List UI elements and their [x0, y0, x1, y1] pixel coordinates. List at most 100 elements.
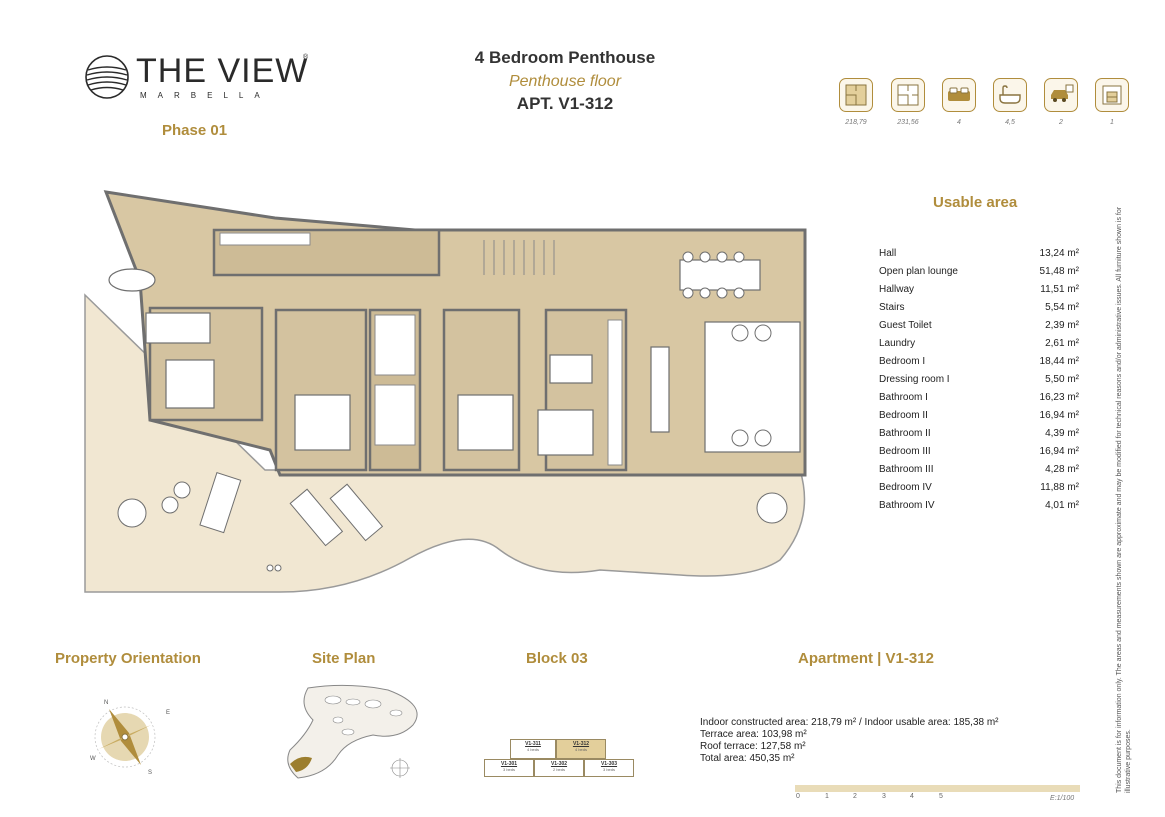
list-item: Stairs 5,54 m²	[879, 302, 1079, 320]
roof-terrace-line: Roof terrace: 127,58 m²	[700, 741, 806, 752]
room-name: Laundry	[879, 338, 916, 349]
page-title: 4 Bedroom Penthouse	[474, 48, 656, 67]
room-name: Bathroom II	[879, 428, 931, 439]
room-area: 5,54	[1045, 302, 1065, 313]
list-item: Bathroom I 16,23 m²	[879, 392, 1079, 410]
room-unit: m²	[1067, 302, 1079, 313]
scale-bar	[795, 785, 1080, 792]
site-plan-map	[287, 684, 418, 779]
brand-registered-mark: ®	[303, 54, 309, 61]
room-area: 11,51	[1040, 284, 1065, 295]
room-unit: m²	[1067, 428, 1079, 439]
room-area: 51,48	[1039, 266, 1065, 277]
room-area: 4,39	[1045, 428, 1065, 439]
bathtub-icon	[993, 78, 1027, 112]
total-area-value: 231,56	[897, 119, 919, 126]
room-name: Bedroom II	[879, 410, 928, 421]
scale-tick: 4	[910, 793, 914, 800]
storage-room-icon	[1095, 78, 1129, 112]
compass-rose-icon	[94, 706, 156, 768]
room-unit: m²	[1067, 284, 1079, 295]
bedrooms-value: 4	[957, 119, 961, 126]
disclaimer-text: This document is for information only. T…	[1116, 206, 1132, 793]
room-area: 4,28	[1045, 464, 1065, 475]
block-title: Block 03	[526, 650, 588, 667]
room-name: Stairs	[879, 302, 905, 313]
floor-plan	[84, 190, 807, 593]
floorplan-constructed-icon	[839, 78, 873, 112]
list-item: Dressing room I 5,50 m²	[879, 374, 1079, 392]
logo-globe-icon	[85, 55, 129, 99]
room-name: Bedroom III	[879, 446, 931, 457]
list-item: Laundry 2,61 m²	[879, 338, 1079, 356]
compass-south-label: S	[148, 770, 153, 776]
room-area: 16,94	[1039, 410, 1065, 421]
parking-value: 2	[1059, 119, 1063, 126]
room-unit: m²	[1067, 482, 1079, 493]
room-area: 2,39	[1045, 320, 1065, 331]
room-unit: m²	[1067, 500, 1079, 511]
room-area: 11,88	[1040, 482, 1065, 493]
bed-icon	[942, 78, 976, 112]
area-totals: Indoor constructed area: 218,79 m² / Ind…	[700, 717, 999, 765]
list-item: Bedroom II 16,94 m²	[879, 410, 1079, 428]
room-name: Hall	[879, 248, 897, 259]
storage-value: 1	[1110, 119, 1114, 126]
room-area: 13,24	[1039, 248, 1065, 259]
room-unit: m²	[1067, 338, 1079, 349]
room-unit: m²	[1067, 446, 1079, 457]
room-name: Bathroom III	[879, 464, 934, 475]
total-area-line: Total area: 450,35 m²	[700, 753, 795, 764]
room-name: Bathroom IV	[879, 500, 935, 511]
bathrooms-value: 4,5	[1005, 119, 1015, 126]
site-plan-title: Site Plan	[312, 650, 376, 667]
scale-tick: 5	[939, 793, 943, 800]
floorplan-total-icon	[891, 78, 925, 112]
room-unit: m²	[1067, 410, 1079, 421]
scale-label: E:1/100	[1050, 795, 1075, 802]
room-area: 4,01	[1045, 500, 1065, 511]
compass-west-label: W	[90, 756, 96, 762]
room-area: 2,61	[1045, 338, 1065, 349]
apartment-code: APT. V1-312	[516, 94, 614, 113]
apartment-section-title: Apartment | V1-312	[798, 650, 934, 667]
orientation-title: Property Orientation	[55, 650, 201, 667]
brand-location: MARBELLA	[140, 91, 271, 100]
room-name: Dressing room I	[879, 374, 950, 385]
compass-east-label: E	[166, 710, 171, 716]
room-name: Bedroom I	[879, 356, 926, 367]
room-unit: m²	[1067, 320, 1079, 331]
room-unit: m²	[1067, 392, 1079, 403]
floor-subtitle: Penthouse floor	[508, 73, 622, 90]
room-unit: m²	[1067, 464, 1079, 475]
room-name: Open plan lounge	[879, 266, 958, 277]
usable-area-title: Usable area	[933, 194, 1018, 211]
compass-north-label: N	[104, 700, 109, 706]
scale-tick: 3	[882, 793, 886, 800]
terrace-area-line: Terrace area: 103,98 m²	[700, 729, 807, 740]
constructed-area-value: 218,79	[845, 119, 867, 126]
room-unit: m²	[1067, 374, 1079, 385]
room-name: Hallway	[879, 284, 915, 295]
room-name: Guest Toilet	[879, 320, 932, 331]
scale-tick: 1	[825, 793, 829, 800]
list-item: Hall 13,24 m²	[879, 248, 1079, 266]
list-item: Bathroom IV 4,01 m²	[879, 500, 1079, 518]
room-area: 16,23	[1039, 392, 1065, 403]
room-name: Bathroom I	[879, 392, 928, 403]
room-unit: m²	[1067, 248, 1079, 259]
phase-label: Phase 01	[162, 122, 228, 139]
list-item: Bathroom II 4,39 m²	[879, 428, 1079, 446]
room-area: 5,50	[1045, 374, 1065, 385]
room-area: 18,44	[1039, 356, 1065, 367]
indoor-area-line: Indoor constructed area: 218,79 m² / Ind…	[700, 717, 999, 728]
list-item: Hallway 11,51 m²	[879, 284, 1079, 302]
